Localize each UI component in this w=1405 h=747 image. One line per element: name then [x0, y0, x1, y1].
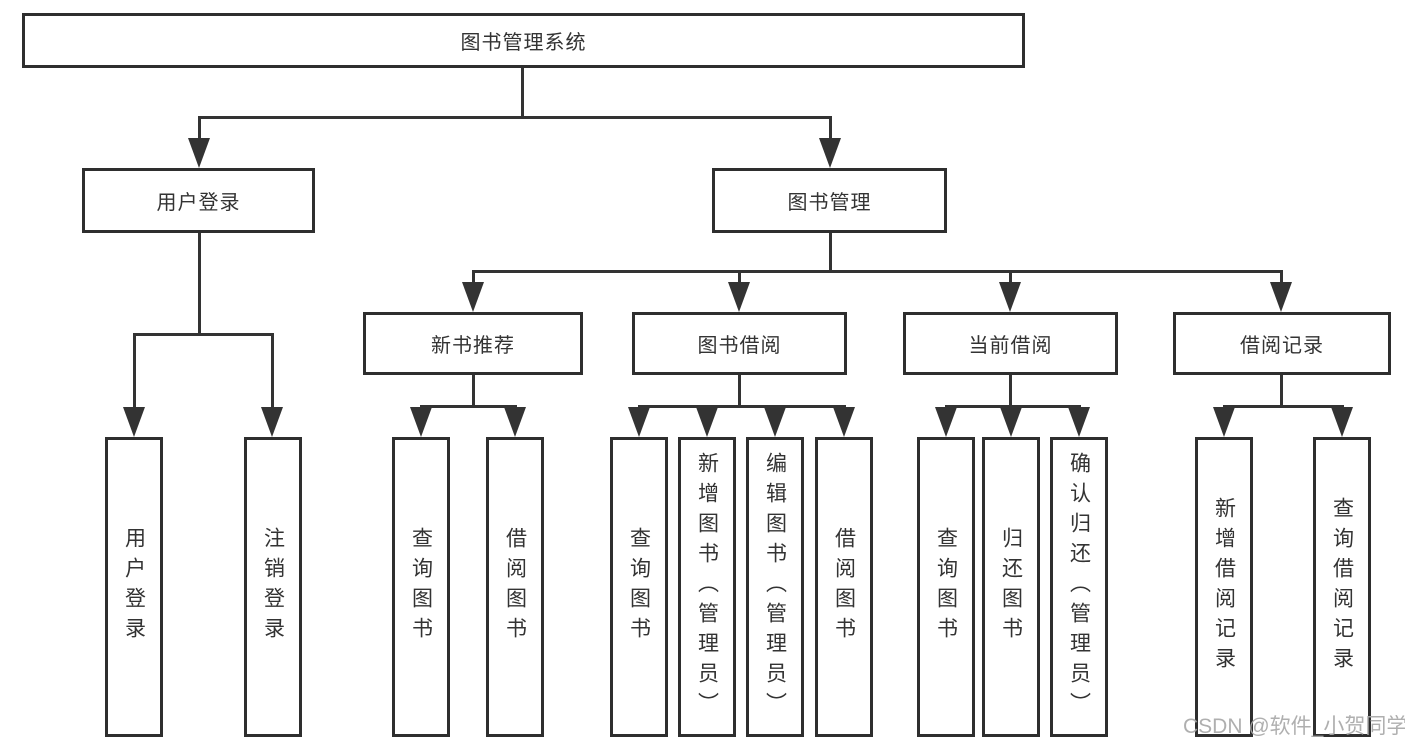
arrow-to-borrow-add-books [696, 407, 718, 437]
leaf-newbook-query-books-label: 查询图书 [409, 527, 433, 647]
connector-drop-current-borrow [1009, 270, 1012, 284]
leaf-record-query-borrow-record: 查询借阅记录 [1313, 437, 1371, 737]
leaf-user-login-label: 用户登录 [122, 527, 146, 647]
arrow-to-borrow-edit-books [764, 407, 786, 437]
connector-new-book-recommend-bar [420, 405, 517, 408]
node-new-book-recommend: 新书推荐 [363, 312, 583, 375]
node-user-login: 用户登录 [82, 168, 315, 233]
connector-root-stem [521, 68, 524, 118]
leaf-borrow-borrow-books: 借阅图书 [815, 437, 873, 737]
leaf-current-confirm-return-admin: 确认归还（管理员） [1050, 437, 1108, 737]
node-user-login-label: 用户登录 [156, 192, 241, 214]
leaf-borrow-edit-books-admin: 编辑图书（管理员） [746, 437, 804, 737]
node-current-borrow: 当前借阅 [903, 312, 1118, 375]
connector-drop-book-management [829, 116, 832, 140]
leaf-logout-label: 注销登录 [261, 527, 285, 647]
connector-root-bar [198, 116, 832, 119]
arrow-to-borrow-borrow-books [833, 407, 855, 437]
leaf-current-confirm-return-admin-label: 确认归还（管理员） [1067, 452, 1091, 722]
connector-current-borrow-bar [945, 405, 1081, 408]
connector-drop-new-book-recommend [472, 270, 475, 284]
arrow-to-new-book-recommend [462, 282, 484, 312]
arrow-to-book-borrow [728, 282, 750, 312]
leaf-current-return-books: 归还图书 [982, 437, 1040, 737]
connector-book-borrow-stem [738, 375, 741, 408]
connector-book-management-stem [829, 233, 832, 273]
leaf-borrow-query-books: 查询图书 [610, 437, 668, 737]
leaf-record-add-borrow-record-label: 新增借阅记录 [1212, 497, 1236, 677]
node-book-borrow: 图书借阅 [632, 312, 847, 375]
arrow-to-borrow-query-books [628, 407, 650, 437]
connector-drop-book-borrow [738, 270, 741, 284]
connector-user-login-stem [198, 233, 201, 335]
node-book-management-label: 图书管理 [787, 192, 872, 214]
leaf-record-query-borrow-record-label: 查询借阅记录 [1330, 497, 1354, 677]
connector-book-management-bar [472, 270, 1283, 273]
arrow-to-current-query-books [935, 407, 957, 437]
connector-drop-leaf-logout [271, 333, 274, 409]
leaf-borrow-add-books-admin-label: 新增图书（管理员） [695, 452, 719, 722]
csdn-watermark: CSDN @软件_小贺同学 [1183, 715, 1405, 738]
connector-current-borrow-stem [1009, 375, 1012, 408]
arrow-to-newbook-borrow-books [504, 407, 526, 437]
leaf-current-query-books: 查询图书 [917, 437, 975, 737]
leaf-borrow-add-books-admin: 新增图书（管理员） [678, 437, 736, 737]
arrow-to-current-confirm-return [1068, 407, 1090, 437]
node-book-management: 图书管理 [712, 168, 947, 233]
arrow-to-current-borrow [999, 282, 1021, 312]
leaf-borrow-borrow-books-label: 借阅图书 [832, 527, 856, 647]
node-root: 图书管理系统 [22, 13, 1025, 68]
connector-borrow-record-bar [1223, 405, 1344, 408]
leaf-newbook-query-books: 查询图书 [392, 437, 450, 737]
node-root-label: 图书管理系统 [460, 32, 587, 54]
leaf-logout: 注销登录 [244, 437, 302, 737]
leaf-user-login: 用户登录 [105, 437, 163, 737]
node-new-book-recommend-label: 新书推荐 [431, 335, 515, 357]
connector-new-book-recommend-stem [472, 375, 475, 408]
node-current-borrow-label: 当前借阅 [968, 335, 1053, 357]
node-book-borrow-label: 图书借阅 [697, 335, 782, 357]
arrow-to-record-query-borrow-record [1331, 407, 1353, 437]
connector-borrow-record-stem [1280, 375, 1283, 408]
arrow-to-borrow-record [1270, 282, 1292, 312]
connector-user-login-bar [133, 333, 274, 336]
leaf-borrow-query-books-label: 查询图书 [627, 527, 651, 647]
connector-drop-borrow-record [1280, 270, 1283, 284]
connector-drop-leaf-user-login [133, 333, 136, 409]
connector-book-borrow-bar [638, 405, 846, 408]
arrow-to-leaf-logout [261, 407, 283, 437]
node-borrow-record-label: 借阅记录 [1240, 335, 1324, 357]
arrow-to-book-management [819, 138, 841, 168]
arrow-to-record-add-borrow-record [1213, 407, 1235, 437]
leaf-current-query-books-label: 查询图书 [934, 527, 958, 647]
leaf-newbook-borrow-books: 借阅图书 [486, 437, 544, 737]
leaf-record-add-borrow-record: 新增借阅记录 [1195, 437, 1253, 737]
arrow-to-newbook-query-books [410, 407, 432, 437]
arrow-to-user-login [188, 138, 210, 168]
leaf-borrow-edit-books-admin-label: 编辑图书（管理员） [763, 452, 787, 722]
arrow-to-leaf-user-login [123, 407, 145, 437]
connector-drop-user-login [198, 116, 201, 140]
node-borrow-record: 借阅记录 [1173, 312, 1391, 375]
leaf-current-return-books-label: 归还图书 [999, 527, 1023, 647]
leaf-newbook-borrow-books-label: 借阅图书 [503, 527, 527, 647]
arrow-to-current-return-books [1000, 407, 1022, 437]
